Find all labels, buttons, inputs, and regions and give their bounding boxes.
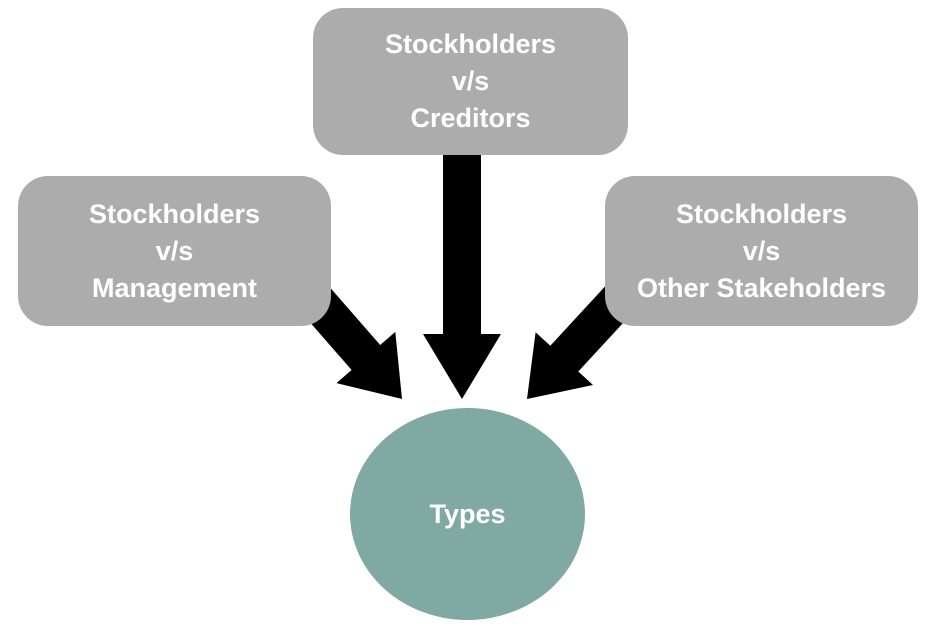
box-line-party: Stockholders (384, 29, 557, 59)
circle-types: Types (350, 408, 585, 620)
circle-types-label: Types (429, 498, 506, 529)
box-line-versus: v/s (742, 235, 781, 266)
box-line-party: Stockholders (675, 198, 848, 229)
box-stockholders-vs-other-stakeholders: Stockholders v/s Other Stakeholders (605, 176, 918, 326)
box-line-counterparty: Other Stakeholders (636, 272, 887, 303)
box-line-versus: v/s (451, 66, 490, 96)
box-line-counterparty: Management (91, 272, 258, 303)
box-line-counterparty: Creditors (410, 103, 531, 133)
box-stockholders-vs-creditors: Stockholders v/s Creditors (313, 8, 628, 155)
box-stockholders-vs-management: Stockholders v/s Management (18, 176, 331, 326)
arrow-creditors-to-types (423, 150, 501, 399)
box-line-party: Stockholders (88, 198, 261, 229)
box-line-versus: v/s (155, 235, 194, 266)
